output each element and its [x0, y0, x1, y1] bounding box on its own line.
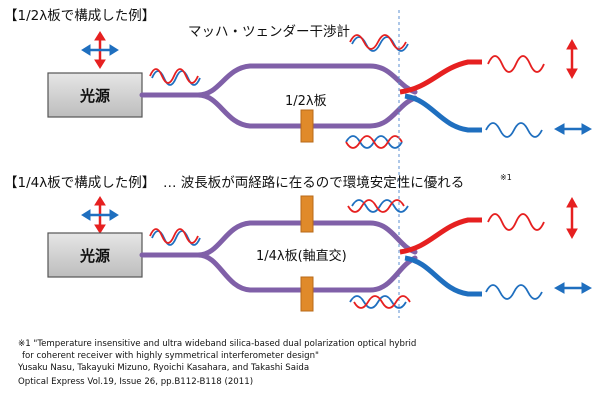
interferometer-label: マッハ・ツェンダー干渉計 — [188, 24, 350, 40]
section2-title: 【1/4λ板で構成した例】 — [4, 175, 155, 191]
upper-arm-wave-red-1 — [349, 34, 407, 50]
output-wave-blue-2 — [485, 284, 543, 300]
reference-line-1: ※1 "Temperature insensitive and ultra wi… — [18, 339, 416, 349]
upper-arm-wave-red-2 — [347, 199, 405, 213]
reference-line-4: Optical Express Vol.19, Issue 26, pp.B11… — [18, 377, 253, 387]
input-polarization-h-icon-1 — [81, 44, 119, 56]
upper-arm-wave-blue-2 — [351, 199, 409, 213]
quarter-wave-plate-upper — [300, 195, 314, 233]
output-branch-red-1 — [399, 59, 482, 95]
section1-title: 【1/2λ板で構成した例】 — [4, 8, 155, 24]
lower-arm-wave-blue-2 — [349, 295, 407, 309]
output-vertical-arrow-icon-2 — [566, 196, 578, 240]
input-wave-red-2 — [149, 228, 199, 244]
input-wave-red-1 — [149, 68, 199, 84]
output-branch-blue-2 — [404, 255, 482, 297]
half-wave-plate-label: 1/2λ板 — [285, 94, 327, 109]
waveguide-1 — [139, 63, 418, 129]
light-source-label-1: 光源 — [79, 87, 110, 105]
half-wave-plate — [300, 109, 314, 143]
quarter-wave-plate-lower — [300, 276, 314, 312]
output-branch-blue-1 — [404, 93, 482, 133]
output-horizontal-arrow-icon-2 — [553, 282, 593, 294]
output-wave-red-1 — [487, 55, 545, 73]
output-horizontal-arrow-icon-1 — [553, 123, 593, 135]
lower-arm-wave-red-2 — [353, 295, 411, 309]
section2-note-mark: ※1 — [500, 173, 512, 182]
light-source-label-2: 光源 — [79, 247, 110, 265]
output-branch-red-2 — [399, 217, 482, 255]
reference-line-3: Yusaku Nasu, Takayuki Mizuno, Ryoichi Ka… — [17, 363, 309, 373]
section2-note: … 波長板が両経路に在るので環境安定性に優れる — [163, 175, 464, 191]
lower-arm-wave-red-1 — [345, 135, 403, 149]
output-wave-blue-1 — [485, 122, 543, 138]
output-wave-red-2 — [487, 213, 545, 231]
input-polarization-h-icon-2 — [81, 209, 119, 221]
quarter-wave-plate-label: 1/4λ板(軸直交) — [256, 248, 347, 264]
output-vertical-arrow-icon-1 — [566, 38, 578, 80]
reference-line-2: for coherent receiver with highly symmet… — [22, 351, 319, 361]
